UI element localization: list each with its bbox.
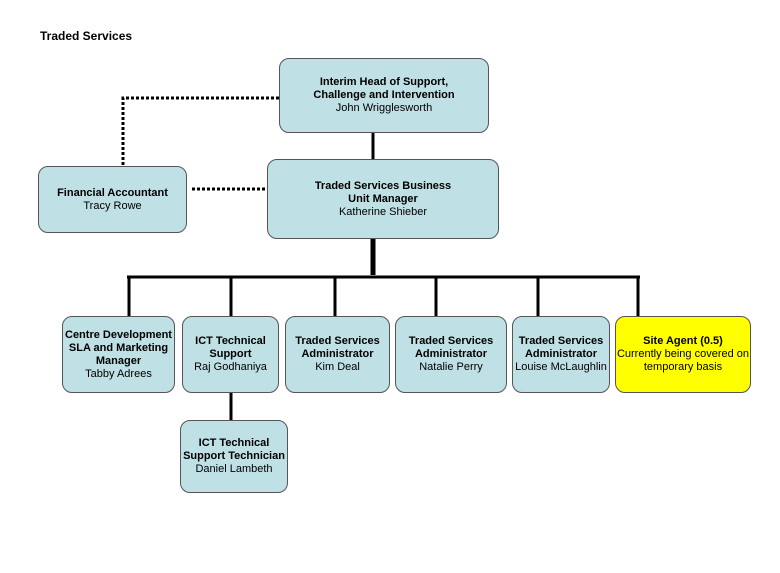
org-box-staff: Traded Services Administrator Natalie Pe… <box>395 316 507 393</box>
org-box-head: Interim Head of Support, Challenge and I… <box>279 58 489 133</box>
note-line: temporary basis <box>643 361 723 373</box>
org-box-technician: ICT Technical Support Technician Daniel … <box>180 420 288 493</box>
role-line: Administrator <box>414 348 488 360</box>
person-name: Louise McLaughlin <box>515 361 607 373</box>
role-line: Centre Development <box>65 328 172 341</box>
org-box-staff: Traded Services Administrator Kim Deal <box>285 316 390 393</box>
note-line: Currently being covered on <box>616 348 750 360</box>
page-title: Traded Services <box>40 29 133 43</box>
role-line: Support Technician <box>183 450 285 462</box>
org-box-manager: Traded Services Business Unit Manager Ka… <box>267 159 499 239</box>
role-line: Traded Services <box>408 335 494 347</box>
person-name: John Wrigglesworth <box>335 102 433 114</box>
role-line: Unit Manager <box>348 192 418 205</box>
person-name: Daniel Lambeth <box>195 463 273 475</box>
person-name: Tracy Rowe <box>83 199 142 212</box>
org-box-staff-vacancy: Site Agent (0.5) Currently being covered… <box>615 316 751 393</box>
person-name: Raj Godhaniya <box>194 361 267 373</box>
role-line: Support <box>209 348 252 360</box>
role-line: Interim Head of Support, <box>319 76 449 88</box>
role-line: Administrator <box>524 348 598 360</box>
person-name: Katherine Shieber <box>338 205 428 218</box>
role-line: Traded Services Business <box>314 179 452 192</box>
role-line: Administrator <box>301 348 374 360</box>
org-box-finance: Financial Accountant Tracy Rowe <box>38 166 187 233</box>
org-box-staff: Traded Services Administrator Louise McL… <box>512 316 610 393</box>
org-box-staff: Centre Development SLA and Marketing Man… <box>62 316 175 393</box>
role-line: Traded Services <box>295 335 380 347</box>
role-line: Challenge and Intervention <box>313 89 455 101</box>
role-line: ICT Technical <box>198 437 270 449</box>
role-line: ICT Technical <box>195 335 266 347</box>
person-name: Kim Deal <box>315 361 360 373</box>
role-line: SLA and Marketing <box>68 341 169 354</box>
role-line: Site Agent (0.5) <box>643 335 723 347</box>
person-name: Tabby Adrees <box>85 367 152 380</box>
org-box-staff: ICT Technical Support Raj Godhaniya <box>182 316 279 393</box>
role-line: Traded Services <box>518 335 604 347</box>
person-name: Natalie Perry <box>419 361 483 373</box>
role-line: Financial Accountant <box>57 186 168 199</box>
dotted-connector-head-finance <box>121 96 279 166</box>
role-line: Manager <box>95 354 142 367</box>
